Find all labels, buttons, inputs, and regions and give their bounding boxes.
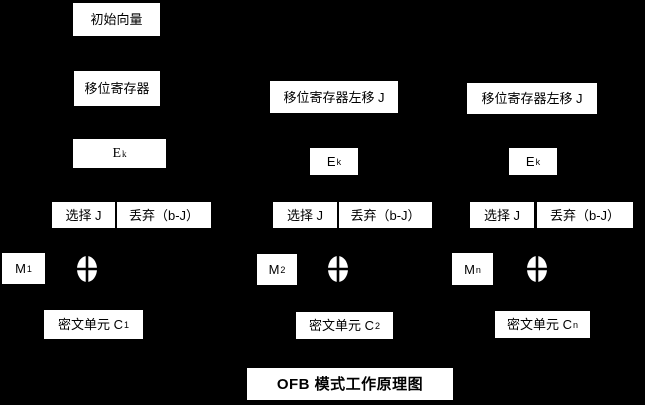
cipher-ek-label: E <box>326 154 336 169</box>
diagram-title: OFB 模式工作原理图 <box>247 368 453 400</box>
cipher-ek-label: E <box>112 145 122 161</box>
cipher-ek-subscript: k <box>336 157 342 167</box>
shift-register-box-3: 移位寄存器左移 J <box>467 83 597 114</box>
xor-icon-1 <box>77 256 97 282</box>
shift-register-box-1: 移位寄存器 <box>74 71 160 106</box>
ciphertext-c1-label: 密文单元 C <box>57 317 123 332</box>
select-j-box-3: 选择 J <box>470 202 534 228</box>
ciphertext-c2-label: 密文单元 C <box>308 318 374 333</box>
cipher-ek-subscript: k <box>535 157 541 167</box>
ciphertext-c1-subscript: 1 <box>124 320 130 330</box>
select-j-box-1: 选择 J <box>52 202 115 228</box>
message-m2-subscript: 2 <box>280 265 286 275</box>
message-m1-label: M <box>15 261 26 276</box>
discard-box-2: 丢弃（b-J） <box>339 202 432 228</box>
shift-register-box-2: 移位寄存器左移 J <box>270 81 398 113</box>
message-m1-subscript: 1 <box>26 264 32 274</box>
ciphertext-cn-label: 密文单元 C <box>506 317 572 332</box>
discard-box-1: 丢弃（b-J） <box>117 202 211 228</box>
ciphertext-c2-subscript: 2 <box>375 321 381 331</box>
message-mn-subscript: n <box>475 264 481 275</box>
message-m2-label: M <box>268 262 280 277</box>
ciphertext-cn-subscript: n <box>573 320 579 330</box>
initial-vector-box: 初始向量 <box>73 3 160 36</box>
xor-icon-3 <box>527 256 547 282</box>
cipher-ek-label: E <box>525 154 535 169</box>
select-j-box-2: 选择 J <box>273 202 337 228</box>
xor-icon-2 <box>328 256 348 282</box>
message-mn-label: M <box>464 261 475 277</box>
cipher-ek-subscript: k <box>122 149 127 159</box>
discard-box-3: 丢弃（b-J） <box>537 202 633 228</box>
